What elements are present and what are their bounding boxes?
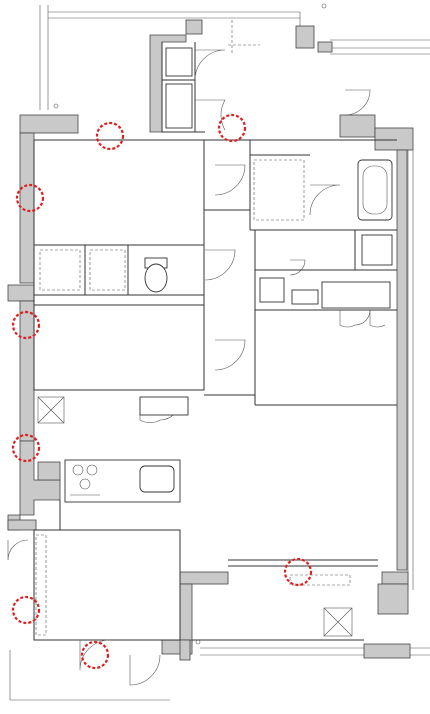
dashed-outlines — [35, 20, 351, 636]
window-marker-icon — [11, 433, 41, 463]
structural-walls — [7, 19, 414, 661]
window-marker-icon — [217, 113, 247, 143]
door-swings — [7, 49, 386, 686]
window-marker-icon — [11, 310, 41, 340]
window-marker-icon — [283, 557, 313, 587]
stove-burner-icon — [70, 464, 100, 496]
site-lines — [9, 3, 430, 701]
window-markers — [11, 113, 313, 670]
skylight-x-icon — [37, 396, 353, 637]
window-marker-icon — [11, 595, 41, 625]
window-marker-icon — [95, 121, 125, 151]
window-marker-icon — [15, 183, 45, 213]
fixtures — [37, 47, 393, 637]
toilet-icon — [144, 257, 168, 293]
bathtub-icon — [357, 159, 393, 221]
sink-icon — [139, 465, 175, 493]
interior-partitions — [33, 42, 397, 641]
window-marker-icon — [80, 640, 110, 670]
